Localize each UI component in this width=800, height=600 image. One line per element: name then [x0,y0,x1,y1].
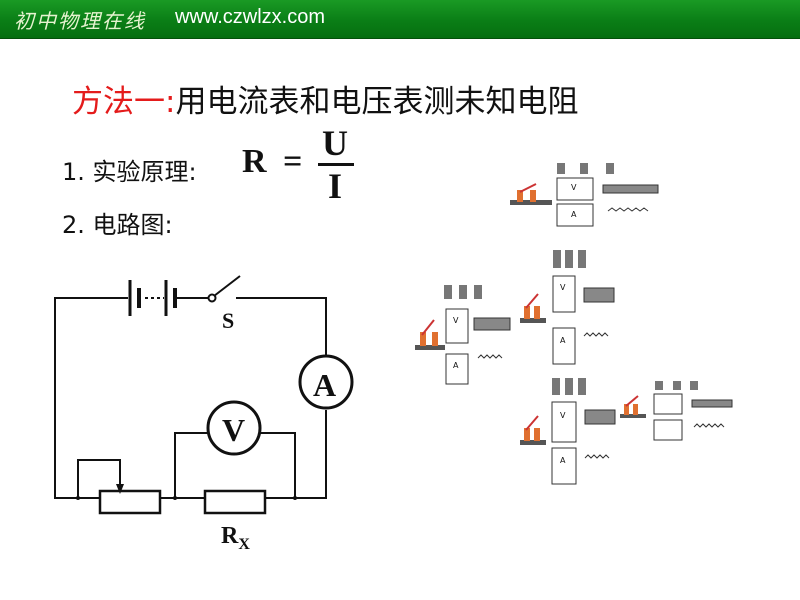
resistor-label: RX [221,523,250,553]
svg-text:A: A [560,336,566,345]
svg-text:A: A [453,361,459,370]
svg-text:A: A [571,210,577,219]
apparatus-group-3: V A [520,378,733,485]
switch-icon [207,275,241,303]
formula-lhs: R [242,143,267,180]
voltmeter-label: V [222,412,245,448]
resistor-icon [203,489,267,515]
svg-text:V: V [571,183,577,192]
formula-fraction-bar [318,163,354,166]
slide-title: 方法一:用电流表和电压表测未知电阻 [72,76,578,121]
site-logo: 初中物理在线 [14,9,146,33]
resistor-label-main: R [221,523,239,549]
svg-text:A: A [560,456,566,465]
svg-text:V: V [560,283,566,292]
resistor-label-sub: X [238,536,250,553]
formula-denominator: I [328,166,343,206]
apparatus-group-1: V A [510,163,659,227]
switch-label: S [222,308,234,333]
formula-equals: = [283,143,303,180]
junction-dots [76,496,297,500]
svg-text:V: V [453,316,459,325]
apparatus-group-2: V A V A [415,250,615,385]
site-url[interactable]: www.czwlzx.com [175,6,326,28]
formula-numerator: U [322,123,348,163]
rheostat-icon [98,484,162,515]
title-method: 方法一: [72,84,176,120]
ammeter-icon [298,354,354,410]
ammeter-label: A [313,367,336,403]
svg-text:V: V [560,411,566,420]
step-circuit: 2. 电路图: [62,211,173,239]
site-banner: 初中物理在线 www.czwlzx.com [0,0,800,39]
battery-icon [128,280,177,316]
step-principle: 1. 实验原理: [62,158,197,186]
circuit-wires [54,297,327,499]
voltmeter-icon [206,400,262,456]
title-text: 用电流表和电压表测未知电阻 [175,84,579,120]
